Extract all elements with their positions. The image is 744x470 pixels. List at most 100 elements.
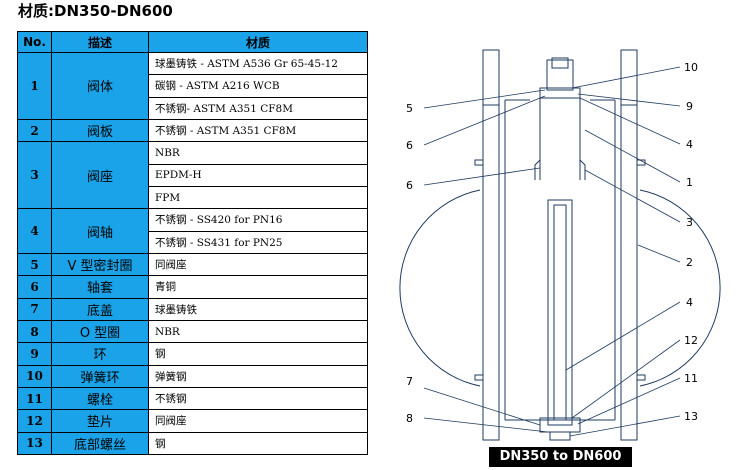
leader-9	[577, 93, 681, 107]
drawing-caption: DN350 to DN600	[489, 447, 632, 467]
callout-13: 13	[684, 410, 698, 423]
row-material: 碳钢 - ASTM A216 WCB	[148, 74, 368, 98]
row-material: 不锈钢 - ASTM A351 CF8M	[148, 118, 368, 143]
table-row: 7 底盖 球墨铸铁	[17, 297, 368, 321]
leader-6-mid	[423, 167, 541, 186]
row-material: 球墨铸铁 - ASTM A536 Gr 65-45-12	[148, 51, 368, 76]
header-description: 描述	[51, 31, 149, 53]
leader-10	[571, 66, 681, 89]
row-material: FPM	[148, 185, 368, 210]
row-number: 10	[17, 364, 52, 388]
leader-4-top	[579, 97, 681, 145]
callout-10: 10	[684, 61, 698, 74]
leader-11	[577, 377, 681, 425]
neck-shoulder	[534, 159, 586, 180]
valve-disc-outline	[399, 189, 481, 387]
row-description: 垫片	[51, 409, 149, 433]
valve-cross-section-drawing: 5 6 6 7 8 10 9 4 1 3 2 4 12 11 13	[399, 49, 721, 441]
row-number: 11	[17, 386, 52, 411]
table-row: 4 阀轴 不锈钢 - SS420 for PN16	[17, 208, 368, 254]
row-number: 6	[17, 275, 52, 299]
callout-4-low: 4	[686, 296, 693, 309]
row-material: 球墨铸铁	[148, 297, 368, 321]
table-row: 1 阀体 球墨铸铁 - ASTM A536 Gr 65-45-12	[17, 51, 368, 120]
row-number: 5	[17, 252, 52, 277]
row-material: 不锈钢 - SS431 for PN25	[148, 230, 368, 254]
row-material: NBR	[148, 319, 368, 344]
leader-8	[423, 417, 549, 433]
callout-6-top: 6	[406, 139, 413, 152]
row-description: 轴套	[51, 275, 149, 299]
stem-top	[551, 57, 569, 69]
leader-7	[423, 387, 541, 426]
callout-1: 1	[686, 176, 693, 189]
valve-body-right	[620, 49, 638, 441]
stem-neck	[546, 59, 574, 91]
table-row: 2 阀板 不锈钢 - ASTM A351 CF8M	[17, 118, 368, 143]
row-material: EPDM-H	[148, 163, 368, 187]
row-material: 同阀座	[148, 409, 368, 433]
page-title: 材质:DN350-DN600	[18, 2, 173, 20]
table-row: 9 环 钢	[17, 342, 368, 366]
row-number: 8	[17, 319, 52, 344]
leader-5	[423, 89, 546, 109]
row-material: 弹簧钢	[148, 364, 368, 388]
callout-5: 5	[406, 102, 413, 115]
leader-4-low	[565, 301, 681, 371]
row-material: 不锈钢- ASTM A351 CF8M	[148, 96, 368, 120]
upper-flange-left	[474, 104, 499, 166]
lower-flange-left	[474, 374, 483, 381]
row-description: 底部螺丝	[51, 431, 149, 456]
valve-disc-outline-right	[639, 189, 721, 387]
header-no: No.	[17, 31, 52, 53]
table-row: 10 弹簧环 弹簧钢	[17, 364, 368, 388]
callout-11: 11	[684, 372, 698, 385]
leader-1	[584, 129, 681, 183]
callout-7: 7	[406, 375, 413, 388]
bushing-upper	[539, 87, 581, 99]
callout-6-mid: 6	[406, 179, 413, 192]
row-description: 底盖	[51, 297, 149, 321]
header-material: 材质	[148, 31, 368, 53]
valve-body-left	[482, 49, 500, 441]
row-material: 钢	[148, 431, 368, 456]
row-description: O 型圈	[51, 319, 149, 344]
row-material: 钢	[148, 342, 368, 366]
row-description: 阀体	[51, 52, 149, 120]
lower-flange-right	[637, 374, 646, 381]
table-row: 5 V 型密封圈 同阀座	[17, 252, 368, 277]
row-material: 不锈钢 - SS420 for PN16	[148, 208, 368, 232]
leader-2	[637, 244, 681, 263]
row-number: 7	[17, 297, 52, 321]
table-row: 12 垫片 同阀座	[17, 409, 368, 433]
row-number: 3	[17, 141, 52, 210]
row-number: 9	[17, 342, 52, 366]
row-description: 阀座	[51, 141, 149, 210]
callout-3: 3	[686, 216, 693, 229]
row-description: V 型密封圈	[51, 252, 149, 277]
row-number: 13	[17, 431, 52, 456]
shaft-core	[553, 204, 567, 421]
table-row: 不锈钢 - SS431 for PN25	[18, 230, 368, 254]
callout-12: 12	[684, 334, 698, 347]
callout-2: 2	[686, 256, 693, 269]
row-material: NBR	[148, 141, 368, 165]
row-number: 1	[17, 52, 52, 120]
callout-9: 9	[686, 100, 693, 113]
leader-3	[584, 169, 681, 223]
row-number: 4	[17, 208, 52, 254]
table-row: 11 螺栓 不锈钢	[17, 386, 368, 411]
callout-8: 8	[406, 412, 413, 425]
table-row: 8 O 型圈 NBR	[17, 319, 368, 344]
row-description: 螺栓	[51, 386, 149, 411]
table-row: 3 阀座 NBR	[17, 141, 368, 210]
row-description: 阀板	[51, 118, 149, 143]
leader-13	[569, 415, 681, 437]
valve-shaft	[547, 199, 573, 426]
row-description: 阀轴	[51, 208, 149, 254]
callout-4-top: 4	[686, 138, 693, 151]
row-description: 弹簧环	[51, 364, 149, 388]
table-row: 6 轴套 青铜	[17, 275, 368, 299]
row-number: 2	[17, 118, 52, 143]
row-material: 不锈钢	[148, 386, 368, 411]
